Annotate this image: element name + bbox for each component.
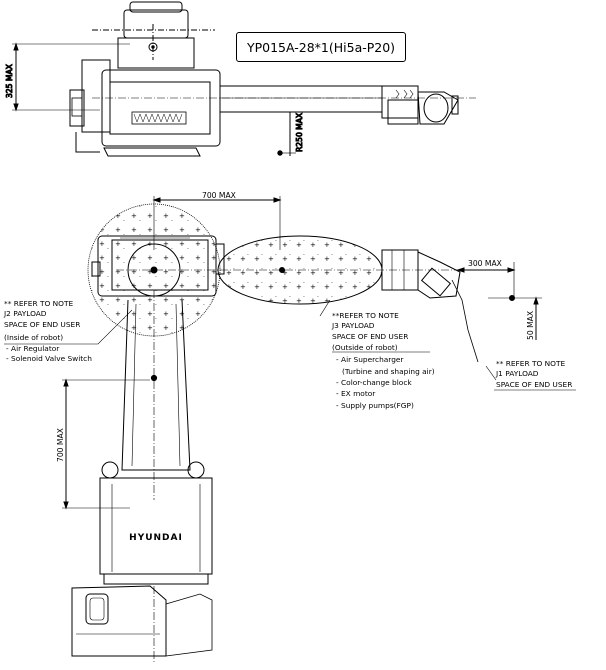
dim-700-horizontal: 700 MAX: [202, 191, 236, 200]
j2-note-line4: (Inside of robot): [4, 333, 63, 342]
j2-note: ** REFER TO NOTE J2 PAYLOAD SPACE OF END…: [3, 299, 92, 363]
j3-note-line1: **REFER TO NOTE: [332, 311, 399, 320]
j2-note-line1: ** REFER TO NOTE: [4, 299, 73, 308]
j3-note: **REFER TO NOTE J3 PAYLOAD SPACE OF END …: [331, 311, 435, 410]
dim-325: 325 MAX: [5, 64, 14, 98]
model-title: YP015A-28*1(Hi5a-P20): [246, 39, 396, 55]
j3-note-line4: (Outside of robot): [332, 343, 398, 352]
j2-note-item-1: - Air Regulator: [6, 344, 60, 353]
dim-300: 300 MAX: [468, 259, 502, 268]
dim-r250: R250 MAX: [295, 113, 304, 152]
j3-note-line3: SPACE OF END USER: [332, 332, 408, 341]
j1-note-line3: SPACE OF END USER: [496, 380, 572, 389]
j2-note-line3: SPACE OF END USER: [4, 320, 80, 329]
j2-note-item-2: - Solenoid Valve Switch: [6, 354, 92, 363]
j3-note-item-1: - Air Supercharger: [336, 355, 404, 364]
j3-note-item-5: - Supply pumps(FGP): [336, 401, 414, 410]
dim-50: 50 MAX: [526, 311, 535, 340]
model-title-box: YP015A-28*1(Hi5a-P20): [236, 32, 406, 62]
brand-label: HYUNDAI: [129, 533, 183, 543]
j3-note-line2: J3 PAYLOAD: [331, 321, 375, 330]
j3-note-item-2: (Turbine and shaping air): [342, 367, 435, 376]
j3-note-item-3: - Color-change block: [336, 378, 412, 387]
top-view: [12, 1, 476, 157]
j2-note-line2: J2 PAYLOAD: [3, 309, 47, 318]
j3-note-item-4: - EX motor: [336, 389, 376, 398]
j1-note: ** REFER TO NOTE J1 PAYLOAD SPACE OF END…: [495, 359, 572, 389]
j1-note-line1: ** REFER TO NOTE: [496, 359, 565, 368]
side-view: [4, 196, 576, 662]
j1-note-line2: J1 PAYLOAD: [495, 369, 539, 378]
dim-700-vertical: 700 MAX: [56, 428, 65, 462]
